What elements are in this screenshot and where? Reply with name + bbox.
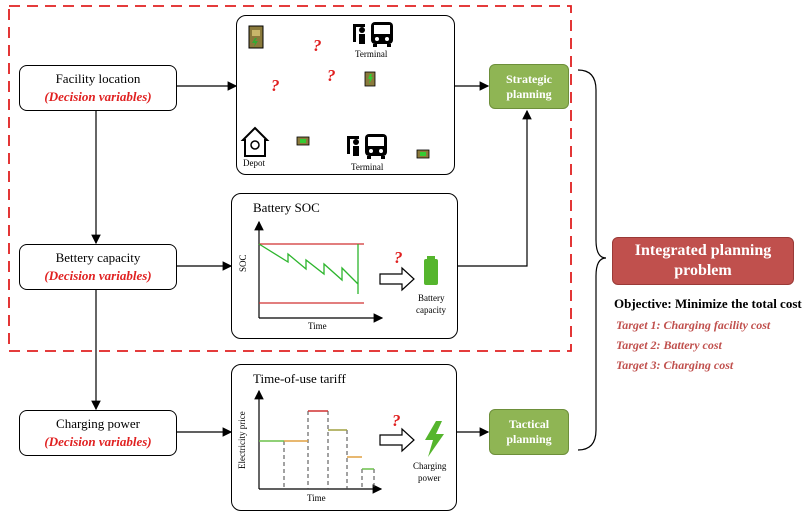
person-icon <box>347 136 359 156</box>
charging-pad-icon <box>296 136 310 146</box>
tou-panel-title: Time-of-use tariff <box>253 371 346 386</box>
depot-house-icon <box>240 126 270 157</box>
target-3: Target 3: Charging cost <box>616 358 734 372</box>
charging-label-2: power <box>418 473 441 483</box>
battery-soc-panel: Battery SOC SOC Time ? Battery capacity <box>231 193 458 339</box>
question-mark: ? <box>392 411 401 430</box>
decision-variables-label: (Decision variables) <box>44 434 152 449</box>
objective-title: Objective: Minimize the total cost <box>614 296 802 311</box>
dashed-frame <box>8 5 572 352</box>
depot-label: Depot <box>243 158 265 168</box>
soc-xlabel: Time <box>308 321 327 331</box>
charging-pad-icon <box>364 71 376 87</box>
strategic-label-2: planning <box>506 86 552 101</box>
battery-label-2: capacity <box>416 305 446 315</box>
target-1: Target 1: Charging facility cost <box>616 318 771 332</box>
charger-station-icon <box>248 25 264 49</box>
battery-icon <box>424 256 438 285</box>
network-panel: Terminal Depot Terminal ? ? ? <box>236 15 455 175</box>
hollow-arrow-icon <box>379 266 415 292</box>
network-drawing <box>240 22 430 159</box>
question-mark: ? <box>271 76 280 95</box>
tou-ylabel: Electricity price <box>237 411 247 469</box>
question-mark: ? <box>327 66 336 85</box>
tou-chart <box>254 389 444 494</box>
soc-chart <box>254 220 438 323</box>
decision-variables-label: (Decision variables) <box>44 268 152 283</box>
tactical-planning-box: Tactical planning <box>489 409 569 455</box>
bus-icon <box>365 134 387 159</box>
battery-label-1: Battery <box>418 293 445 303</box>
brace-icon <box>577 69 607 451</box>
battery-capacity-box: Bettery capacity (Decision variables) <box>19 244 177 290</box>
terminal-top-label: Terminal <box>355 49 388 59</box>
soc-curve <box>258 243 359 294</box>
battery-capacity-title: Bettery capacity <box>55 250 141 265</box>
integrated-planning-box: Integrated planning problem <box>612 237 794 285</box>
hollow-arrow-icon <box>379 427 415 453</box>
integrated-line-2: problem <box>674 262 732 279</box>
question-mark: ? <box>313 36 322 55</box>
charging-power-box: Charging power (Decision variables) <box>19 410 177 456</box>
tactical-label-1: Tactical <box>508 417 550 431</box>
target-2: Target 2: Battery cost <box>616 338 722 352</box>
tou-tariff-panel: Time-of-use tariff Electricity price <box>231 364 457 511</box>
soc-ylabel: SOC <box>238 254 248 272</box>
charging-label-1: Charging <box>413 461 447 471</box>
question-mark: ? <box>394 248 403 267</box>
facility-location-title: Facility location <box>55 71 141 86</box>
facility-location-box: Facility location (Decision variables) <box>19 65 177 111</box>
soc-panel-title: Battery SOC <box>253 200 320 215</box>
bus-icon <box>371 22 393 47</box>
terminal-bottom-label: Terminal <box>351 162 384 172</box>
charging-power-title: Charging power <box>56 416 140 431</box>
person-icon <box>353 24 365 44</box>
charging-pad-icon <box>416 149 430 159</box>
tactical-label-2: planning <box>506 432 552 446</box>
strategic-label-1: Strategic <box>506 71 552 86</box>
integrated-line-1: Integrated planning <box>634 242 772 259</box>
decision-variables-label: (Decision variables) <box>44 89 152 104</box>
tou-xlabel: Time <box>307 493 326 503</box>
lightning-icon <box>425 421 444 457</box>
strategic-planning-box: Strategic planning <box>489 64 569 109</box>
